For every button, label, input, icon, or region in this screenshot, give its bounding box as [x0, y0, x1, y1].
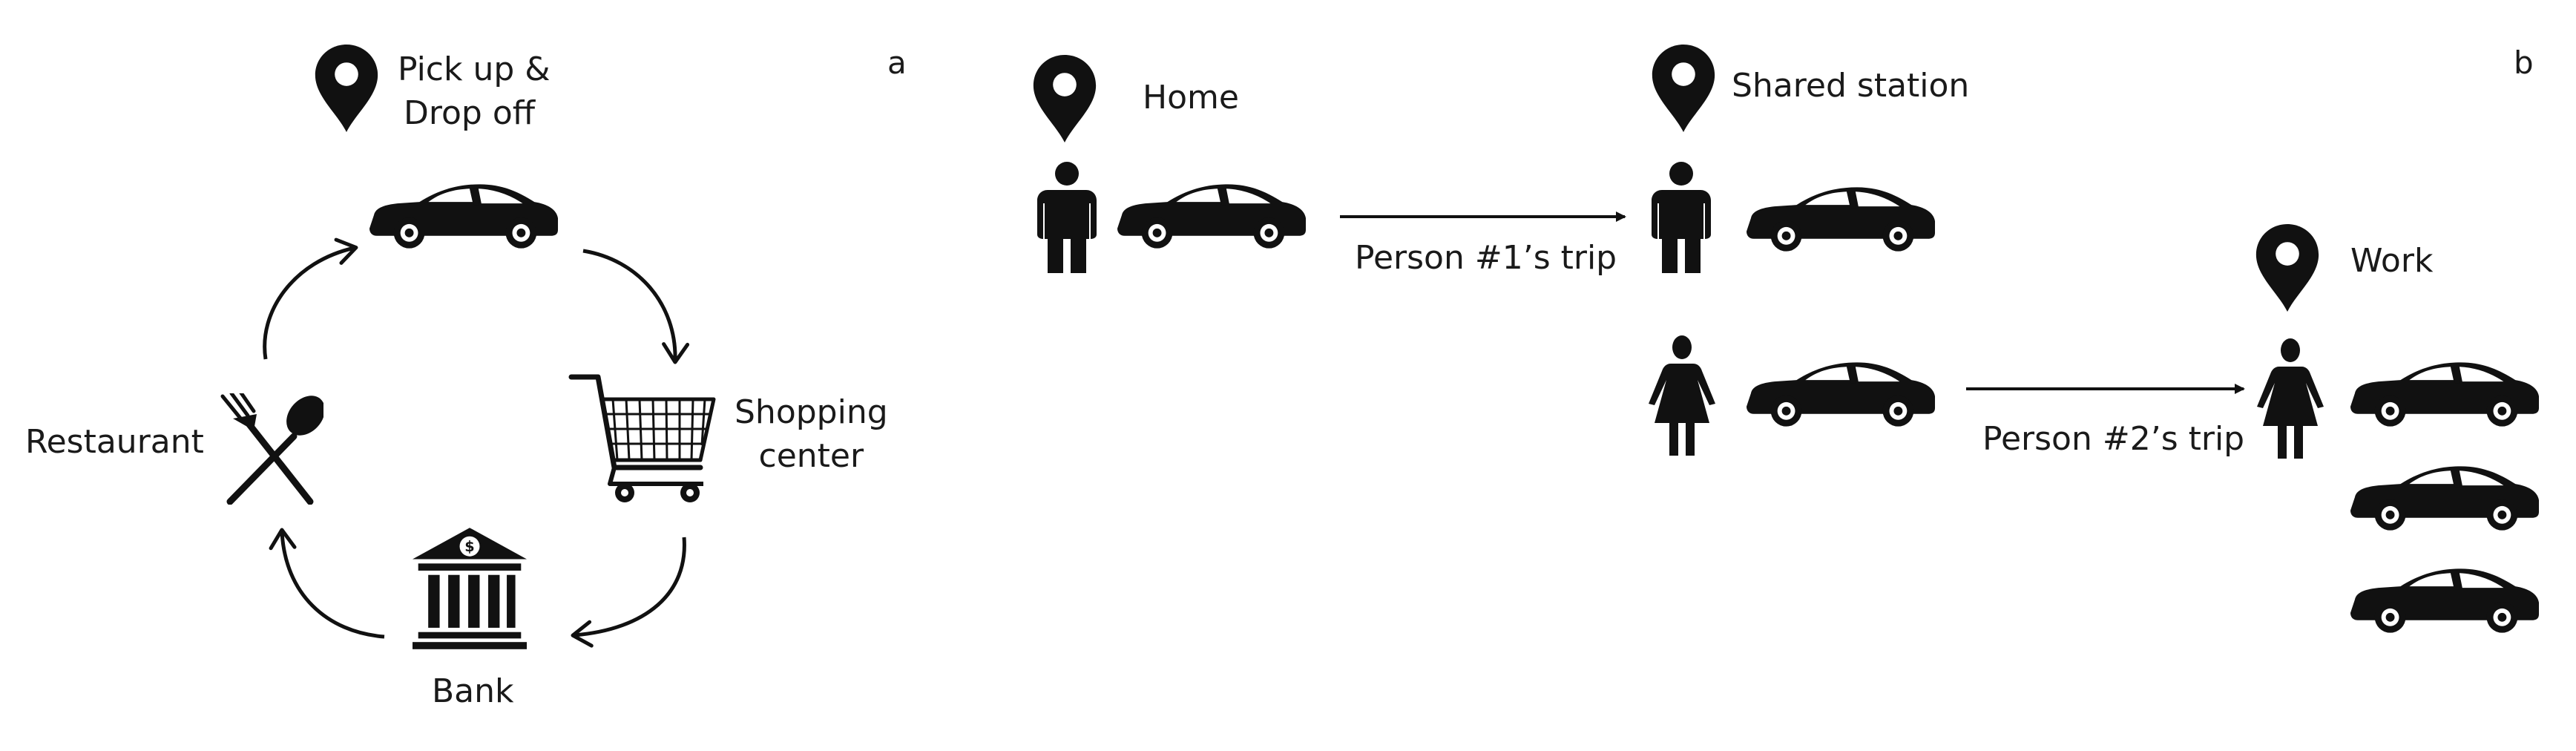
- shared-station-pin-icon: [1652, 45, 1715, 132]
- pickup-label-line2: Drop off: [404, 94, 536, 133]
- trip2-label: Person #2’s trip: [1982, 420, 2245, 458]
- work-car-2-icon: [2350, 466, 2540, 531]
- pickup-label: Pick up & Drop off: [398, 47, 551, 136]
- shared-station-label: Shared station: [1732, 67, 1970, 105]
- cycle-arrow-pickup-to-shopping: [582, 249, 690, 364]
- cycle-arrow-bank-to-restaurant: [269, 528, 385, 639]
- restaurant-label: Restaurant: [25, 423, 204, 461]
- person1-home-icon: [1037, 162, 1097, 273]
- work-label: Work: [2350, 242, 2434, 280]
- work-pin-icon: [2255, 224, 2319, 312]
- home-car-icon: [1117, 184, 1307, 249]
- pickup-label-line1: Pick up &: [398, 50, 551, 88]
- shopping-label: Shopping center: [735, 390, 888, 479]
- cycle-arrow-shopping-to-bank: [571, 537, 686, 648]
- station-car-1-icon: [1746, 187, 1936, 252]
- station-car-2-icon: [1746, 362, 1936, 427]
- shopping-cart-icon: [571, 377, 714, 502]
- cycle-arrow-restaurant-to-pickup: [263, 237, 358, 360]
- pickup-car-icon: [369, 184, 559, 249]
- panel-a-letter: a: [887, 45, 907, 81]
- trip1-label: Person #1’s trip: [1355, 239, 1617, 277]
- fork-spoon-icon: [223, 388, 332, 502]
- work-car-1-icon: [2350, 362, 2540, 427]
- pickup-pin-icon: [315, 45, 378, 132]
- home-pin-icon: [1033, 55, 1097, 142]
- shopping-label-line1: Shopping: [735, 393, 888, 431]
- person2-station-icon: [1649, 335, 1715, 456]
- bank-icon: [413, 528, 527, 649]
- shopping-label-line2: center: [758, 437, 864, 476]
- bank-label: Bank: [432, 672, 514, 710]
- panel-b-letter: b: [2514, 45, 2534, 81]
- person2-work-icon: [2257, 338, 2324, 459]
- work-car-3-icon: [2350, 568, 2540, 633]
- home-label: Home: [1143, 79, 1239, 117]
- person1-station-icon: [1652, 162, 1711, 273]
